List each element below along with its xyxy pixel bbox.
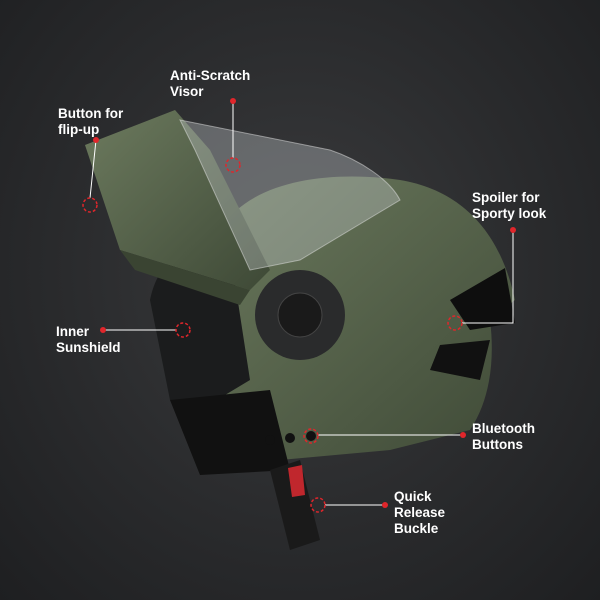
callout-target — [225, 157, 241, 173]
callout-dot — [460, 432, 466, 438]
callout-dot — [230, 98, 236, 104]
callout-spoiler: Spoiler for Sporty look — [472, 190, 547, 221]
callout-target — [310, 497, 326, 513]
callout-flip-up: Button for flip-up — [58, 106, 124, 137]
bt-button — [285, 433, 295, 443]
callout-bluetooth: Bluetooth Buttons — [472, 421, 535, 452]
callout-dot — [100, 327, 106, 333]
callout-dot — [382, 502, 388, 508]
callout-buckle: Quick Release Buckle — [394, 489, 446, 536]
callout-dot — [510, 227, 516, 233]
callout-target — [447, 315, 463, 331]
chin-bar — [85, 110, 270, 290]
bt-button — [265, 435, 275, 445]
callout-visor: Anti-Scratch Visor — [170, 68, 251, 99]
callout-target — [175, 322, 191, 338]
callout-sunshield: Inner Sunshield — [56, 324, 121, 355]
visor — [179, 119, 401, 271]
callout-target — [303, 428, 319, 444]
callout-dot — [93, 137, 99, 143]
bt-button — [306, 431, 316, 441]
callout-target — [82, 197, 98, 213]
strap — [270, 460, 320, 550]
spoiler — [450, 268, 515, 330]
